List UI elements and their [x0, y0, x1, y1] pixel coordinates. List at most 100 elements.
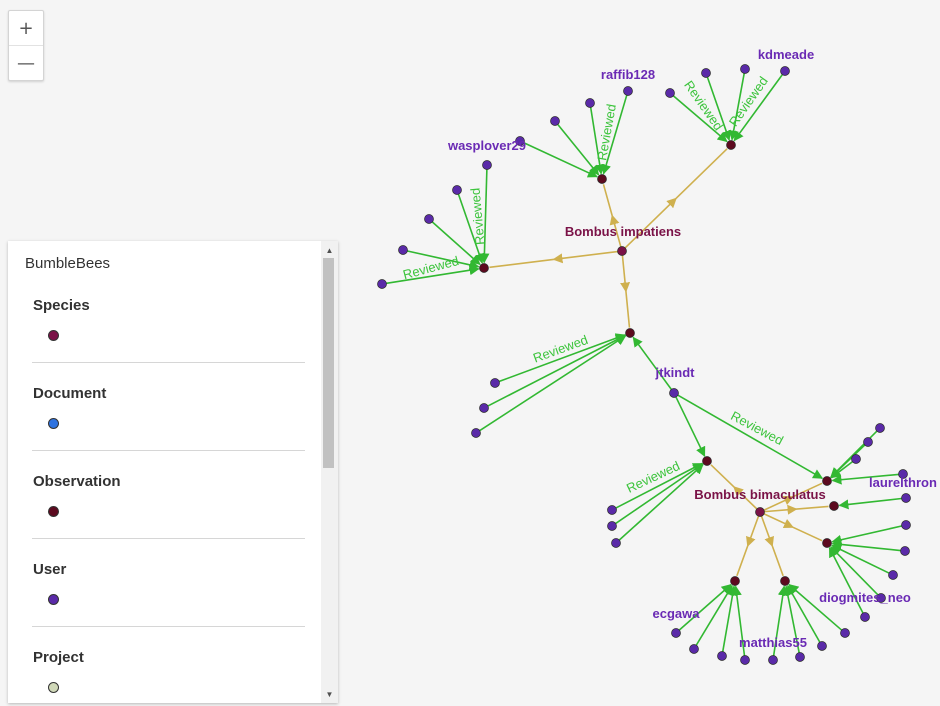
- observation-node[interactable]: [479, 263, 489, 273]
- reviewed-edge[interactable]: [632, 336, 672, 390]
- user-node[interactable]: [717, 651, 727, 661]
- reviewed-edge[interactable]: [487, 334, 626, 407]
- user-node[interactable]: [490, 378, 500, 388]
- observation-node[interactable]: [597, 174, 607, 184]
- reviewed-edge[interactable]: [498, 333, 626, 383]
- user-node[interactable]: [701, 68, 711, 78]
- reviewed-edge[interactable]: [407, 250, 480, 270]
- user-node[interactable]: [665, 88, 675, 98]
- reviewed-edge[interactable]: [733, 74, 783, 142]
- reviewed-edge[interactable]: [431, 221, 481, 266]
- user-node[interactable]: [875, 423, 885, 433]
- reviewed-edge[interactable]: [828, 547, 864, 614]
- user-node[interactable]: [482, 160, 492, 170]
- user-node[interactable]: [860, 612, 870, 622]
- observation-node[interactable]: [822, 476, 832, 486]
- observation-node[interactable]: [730, 576, 740, 586]
- observation-node[interactable]: [625, 328, 635, 338]
- species-edge[interactable]: [620, 255, 631, 293]
- species-edge[interactable]: [763, 495, 794, 511]
- user-node[interactable]: [623, 86, 633, 96]
- reviewed-edge[interactable]: [831, 525, 902, 545]
- user-node[interactable]: [817, 641, 827, 651]
- reviewed-edge[interactable]: [721, 585, 738, 652]
- reviewed-edge[interactable]: [831, 539, 901, 552]
- user-node[interactable]: [901, 520, 911, 530]
- reviewed-edge[interactable]: [479, 335, 627, 432]
- reviewed-edge[interactable]: [728, 73, 745, 141]
- reviewed-edge[interactable]: [788, 583, 843, 631]
- user-node[interactable]: [669, 388, 679, 398]
- user-node[interactable]: [515, 136, 525, 146]
- scroll-up-arrow-icon[interactable]: ▲: [325, 245, 334, 255]
- user-node[interactable]: [888, 570, 898, 580]
- species-node[interactable]: [755, 507, 765, 517]
- reviewed-edge[interactable]: [618, 464, 704, 541]
- species-edge[interactable]: [763, 513, 794, 529]
- zoom-in-button[interactable]: +: [18, 17, 34, 39]
- species-edge[interactable]: [760, 515, 774, 547]
- reviewed-edge[interactable]: [838, 497, 902, 510]
- user-node[interactable]: [780, 66, 790, 76]
- reviewed-edge[interactable]: [695, 584, 733, 646]
- species-edge[interactable]: [609, 214, 622, 247]
- species-edge[interactable]: [764, 504, 798, 515]
- user-node[interactable]: [876, 593, 886, 603]
- observation-node[interactable]: [780, 576, 790, 586]
- user-node[interactable]: [768, 655, 778, 665]
- reviewed-edge[interactable]: [831, 544, 890, 574]
- reviewed-edge[interactable]: [601, 95, 628, 175]
- user-node[interactable]: [585, 98, 595, 108]
- scroll-down-arrow-icon[interactable]: ▼: [325, 689, 334, 699]
- observation-node[interactable]: [822, 538, 832, 548]
- species-edge[interactable]: [733, 486, 758, 510]
- user-node[interactable]: [424, 214, 434, 224]
- species-edge[interactable]: [624, 197, 677, 249]
- reviewed-edge[interactable]: [677, 394, 824, 479]
- zoom-out-button[interactable]: —: [9, 45, 43, 80]
- user-node[interactable]: [900, 546, 910, 556]
- observation-node[interactable]: [829, 501, 839, 511]
- user-node[interactable]: [398, 245, 408, 255]
- user-node[interactable]: [550, 116, 560, 126]
- user-node[interactable]: [840, 628, 850, 638]
- user-node[interactable]: [795, 652, 805, 662]
- user-node[interactable]: [452, 185, 462, 195]
- observation-node[interactable]: [726, 140, 736, 150]
- reviewed-edge[interactable]: [615, 463, 704, 525]
- reviewed-edge[interactable]: [386, 265, 480, 285]
- species-edge[interactable]: [552, 250, 618, 264]
- reviewed-edge[interactable]: [772, 585, 788, 656]
- user-node[interactable]: [471, 428, 481, 438]
- scroll-thumb[interactable]: [323, 258, 334, 468]
- reviewed-edge[interactable]: [830, 546, 879, 596]
- reviewed-edge[interactable]: [831, 473, 899, 485]
- reviewed-edge[interactable]: [615, 462, 704, 509]
- species-node[interactable]: [617, 246, 627, 256]
- user-node[interactable]: [607, 521, 617, 531]
- reviewed-edge[interactable]: [589, 107, 605, 175]
- reviewed-edge[interactable]: [678, 583, 732, 631]
- legend-scrollbar[interactable]: ▲ ▼: [321, 241, 338, 703]
- user-node[interactable]: [611, 538, 621, 548]
- user-node[interactable]: [898, 469, 908, 479]
- observation-node[interactable]: [702, 456, 712, 466]
- user-node[interactable]: [740, 64, 750, 74]
- user-node[interactable]: [851, 454, 861, 464]
- reviewed-edge[interactable]: [731, 585, 746, 656]
- reviewed-edge[interactable]: [557, 123, 600, 176]
- reviewed-edge[interactable]: [706, 76, 731, 141]
- user-node[interactable]: [671, 628, 681, 638]
- species-edge[interactable]: [746, 515, 760, 547]
- user-node[interactable]: [607, 505, 617, 515]
- reviewed-edge[interactable]: [457, 193, 484, 264]
- reviewed-edge[interactable]: [675, 396, 706, 457]
- reviewed-edge[interactable]: [672, 95, 728, 143]
- user-node[interactable]: [479, 403, 489, 413]
- user-node[interactable]: [689, 644, 699, 654]
- user-node[interactable]: [377, 279, 387, 289]
- reviewed-edge[interactable]: [479, 169, 490, 264]
- user-node[interactable]: [740, 655, 750, 665]
- reviewed-edge[interactable]: [782, 585, 800, 653]
